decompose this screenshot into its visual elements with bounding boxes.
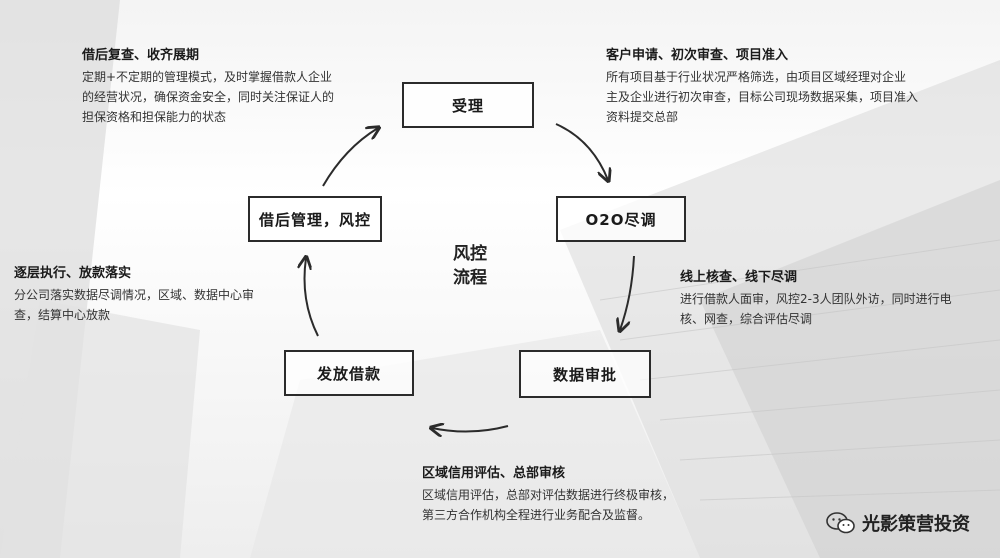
note-mid-right: 线上核查、线下尽调 进行借款人面审，风控2-3人团队外访，同时进行电 核、网查，… <box>680 266 990 329</box>
note-top-right-line-1: 所有项目基于行业状况严格筛选，由项目区域经理对企业 <box>606 67 966 87</box>
note-top-left-title: 借后复查、收齐展期 <box>82 44 382 63</box>
note-top-right-title: 客户申请、初次审查、项目准入 <box>606 44 966 63</box>
watermark: 光影策营投资 <box>826 510 970 536</box>
note-top-right-line-3: 资料提交总部 <box>606 107 966 127</box>
note-mid-left: 逐层执行、放款落实 分公司落实数据尽调情况，区域、数据中心审 查，结算中心放款 <box>14 262 314 325</box>
note-mid-left-line-2: 查，结算中心放款 <box>14 305 314 325</box>
center-label: 风控 流程 <box>440 242 500 290</box>
arrow-o2o-to-approval <box>620 256 634 330</box>
note-top-left-line-3: 担保资格和担保能力的状态 <box>82 107 382 127</box>
node-issue-loan: 发放借款 <box>284 350 414 396</box>
note-top-right: 客户申请、初次审查、项目准入 所有项目基于行业状况严格筛选，由项目区域经理对企业… <box>606 44 966 127</box>
arrow-post-to-accept <box>323 128 378 186</box>
arrow-accept-to-o2o <box>556 124 608 180</box>
note-mid-right-line-1: 进行借款人面审，风控2-3人团队外访，同时进行电 <box>680 289 990 309</box>
note-mid-left-line-1: 分公司落实数据尽调情况，区域、数据中心审 <box>14 285 314 305</box>
center-label-line-2: 流程 <box>440 266 500 290</box>
note-mid-left-title: 逐层执行、放款落实 <box>14 262 314 281</box>
note-top-left: 借后复查、收齐展期 定期+不定期的管理模式，及时掌握借款人企业 的经营状况，确保… <box>82 44 382 127</box>
node-accept: 受理 <box>402 82 534 128</box>
note-bottom-line-1: 区域信用评估，总部对评估数据进行终极审核， <box>422 485 752 505</box>
note-top-left-line-2: 的经营状况，确保资金安全，同时关注保证人的 <box>82 87 382 107</box>
node-o2o-due-diligence: O2O尽调 <box>556 196 686 242</box>
note-mid-right-line-2: 核、网查，综合评估尽调 <box>680 309 990 329</box>
note-bottom-title: 区域信用评估、总部审核 <box>422 462 752 481</box>
center-label-line-1: 风控 <box>440 242 500 266</box>
arrow-approval-to-loan <box>432 426 508 432</box>
note-bottom: 区域信用评估、总部审核 区域信用评估，总部对评估数据进行终极审核， 第三方合作机… <box>422 462 752 525</box>
note-top-left-line-1: 定期+不定期的管理模式，及时掌握借款人企业 <box>82 67 382 87</box>
node-data-approval: 数据审批 <box>519 350 651 398</box>
watermark-text: 光影策营投资 <box>862 510 970 536</box>
wechat-icon <box>826 512 856 534</box>
note-mid-right-title: 线上核查、线下尽调 <box>680 266 990 285</box>
node-post-loan-management: 借后管理，风控 <box>248 196 382 242</box>
note-top-right-line-2: 主及企业进行初次审查，目标公司现场数据采集，项目准入 <box>606 87 966 107</box>
note-bottom-line-2: 第三方合作机构全程进行业务配合及监督。 <box>422 505 752 525</box>
